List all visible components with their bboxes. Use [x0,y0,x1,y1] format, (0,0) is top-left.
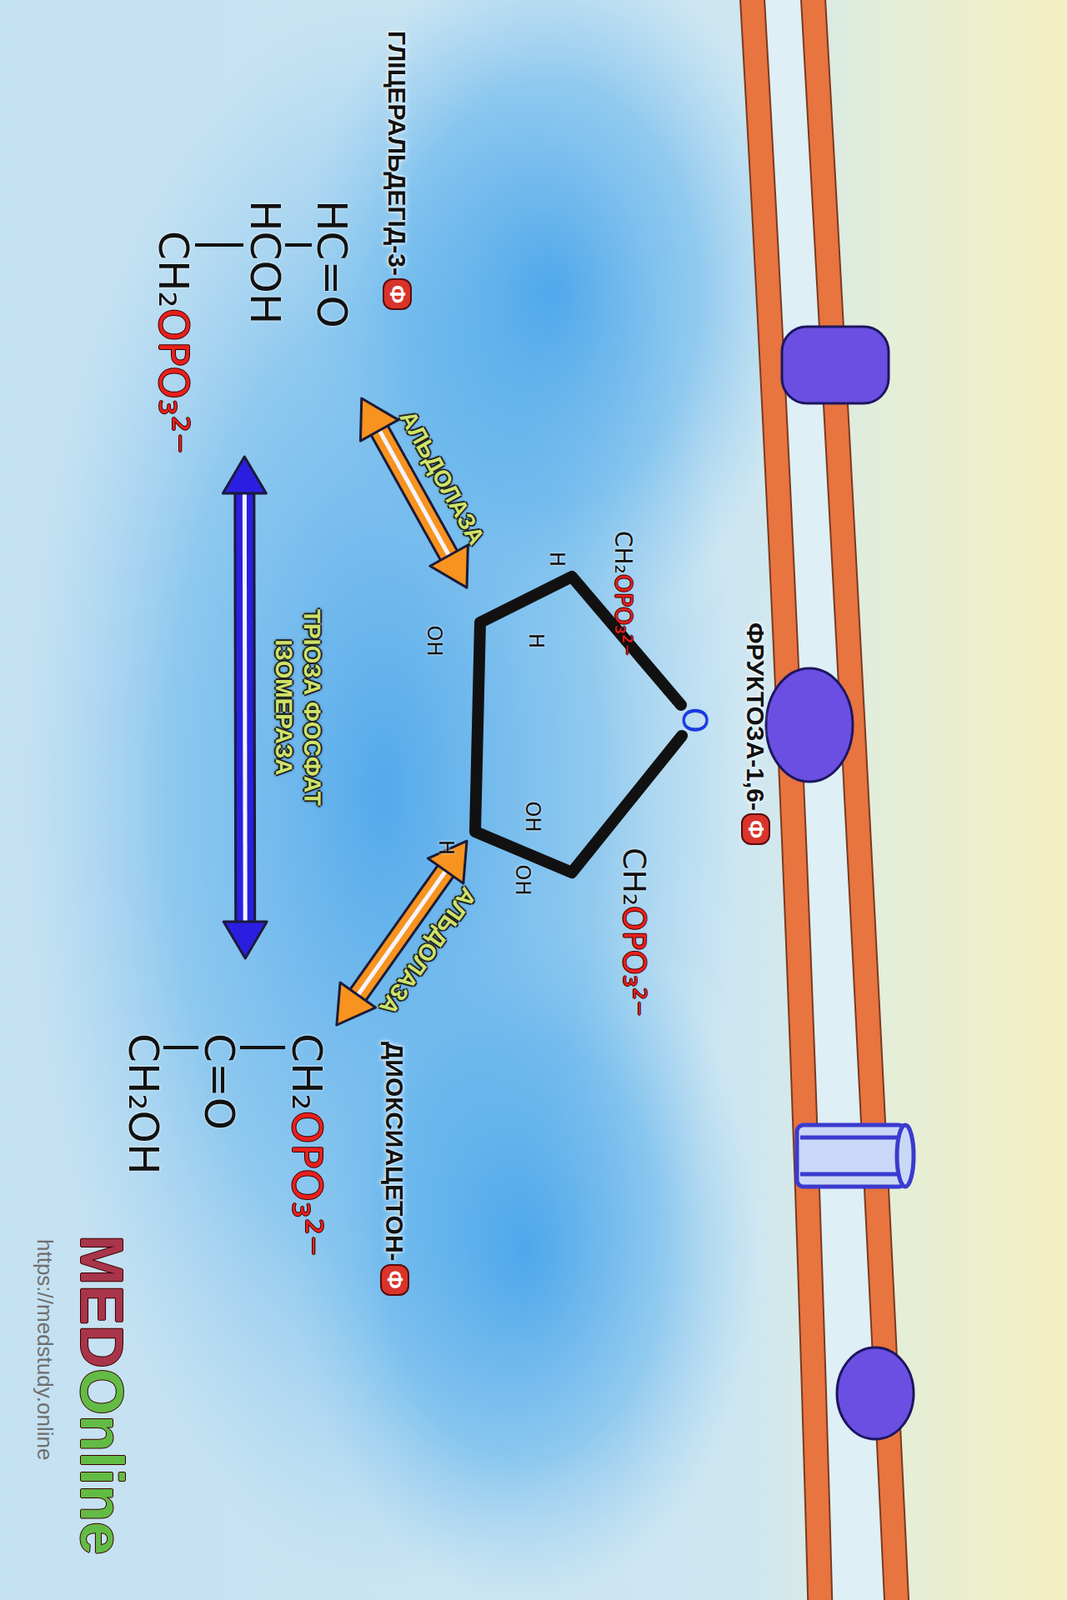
compound-name: ГЛІЦЕРАЛЬДЕГІД-3- [381,30,412,276]
ring-oxygen: O [676,707,713,734]
channel-protein [796,1125,914,1188]
watercolor-blob [291,900,759,1600]
phosphate-group: OPO₃²⁻ [150,308,197,455]
watercolor-blob [300,0,801,642]
atom-label: H [435,840,457,856]
phosphate-group: OPO₃²⁻ [284,1111,331,1258]
logo-part: MED [68,1235,135,1369]
formula-group: CH₂ [616,847,652,907]
phosphate-badge: Ф [380,1264,410,1297]
membrane-protein [766,668,853,782]
watermark-url: https://medstudy.online [33,1239,58,1461]
phosphate-group: OPO₃²⁻ [616,906,652,1017]
compound-node: ДИОКСИАЦЕТОН-Ф [129,1025,413,1466]
logo-part: Online [68,1368,135,1556]
atom-label: OH [511,865,534,897]
atom-label: OH [521,801,544,833]
compound-name: ФРУКТОЗА-1,6- [740,622,771,812]
formula-row: CH₂OH [120,1033,167,1176]
phosphate-badge: Ф [741,813,771,846]
formula-group: CH₂ [150,230,197,309]
atom-label: OH [423,626,446,657]
compound-name: ДИОКСИАЦЕТОН- [379,1041,410,1263]
formula-row: C=O [196,1033,243,1131]
reaction-arrow [222,456,267,959]
furanose-ring [475,576,682,873]
formula-row: HCOH [242,200,289,325]
formula-row: HC=O [309,200,356,329]
enzyme-label: ТРІОЗА ФОСФАТ ІЗОМЕРАЗА [270,566,327,850]
formula-group: CH₂ [284,1033,331,1112]
phosphate-group: OPO₃²⁻ [610,574,637,657]
membrane-protein [781,326,889,404]
formula-group: CH₂ [610,530,637,575]
phosphate-badge: Ф [382,278,412,311]
atom-label: H [546,551,568,567]
atom-label: H [525,633,547,649]
membrane-protein [836,1347,914,1440]
